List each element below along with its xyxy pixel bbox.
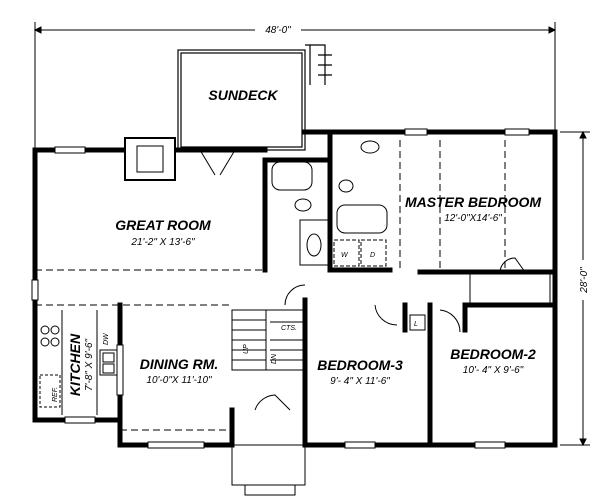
doors xyxy=(199,149,526,411)
closet xyxy=(469,271,551,306)
stairs-down-label: DN xyxy=(271,353,278,364)
entry-porch xyxy=(231,444,306,496)
stairs xyxy=(231,309,306,371)
refrigerator-label: REF. xyxy=(52,387,59,402)
fireplace-hearth xyxy=(136,145,164,173)
bathroom-fixtures xyxy=(271,140,388,266)
walls xyxy=(32,129,558,448)
room-label-bedroom-2: BEDROOM-2 xyxy=(450,346,536,362)
room-size-bedroom-2: 10'- 4" X 9'-6" xyxy=(463,365,524,376)
room-label-kitchen: KITCHEN xyxy=(67,333,83,396)
room-dividers xyxy=(35,140,506,431)
room-size-dining-room: 10'-0"X 11'-10" xyxy=(146,375,212,386)
room-label-sundeck: SUNDECK xyxy=(208,87,278,103)
room-label-dining-room: DINING RM. xyxy=(140,356,219,372)
room-label-great-room: GREAT ROOM xyxy=(115,217,211,233)
washer-dryer xyxy=(333,239,387,267)
width-dimension-label: 48'-0" xyxy=(265,25,291,36)
linen-label: L xyxy=(414,321,418,328)
dryer-label: D xyxy=(370,252,375,259)
room-label-master-bedroom: MASTER BEDROOM xyxy=(405,194,541,210)
room-size-kitchen: 7'-8" X 9'-6" xyxy=(84,339,95,392)
washer-label: W xyxy=(341,252,349,259)
windows xyxy=(31,128,530,449)
dishwasher-label: DW xyxy=(103,332,110,345)
room-size-great-room: 21'-2" X 13'-6" xyxy=(130,237,195,248)
kitchen-fixtures xyxy=(39,310,118,415)
fireplace xyxy=(124,137,176,181)
depth-dimension-label: 28'-0" xyxy=(579,267,590,294)
stairs-up-label: UP xyxy=(243,344,250,354)
linen-closet xyxy=(409,314,426,331)
room-size-master-bedroom: 12'-0"X14'-6" xyxy=(444,213,502,224)
counters-label: CTS. xyxy=(281,325,297,332)
room-label-bedroom-3: BEDROOM-3 xyxy=(317,357,403,373)
room-size-bedroom-3: 9'- 4" X 11'-6" xyxy=(330,376,390,387)
